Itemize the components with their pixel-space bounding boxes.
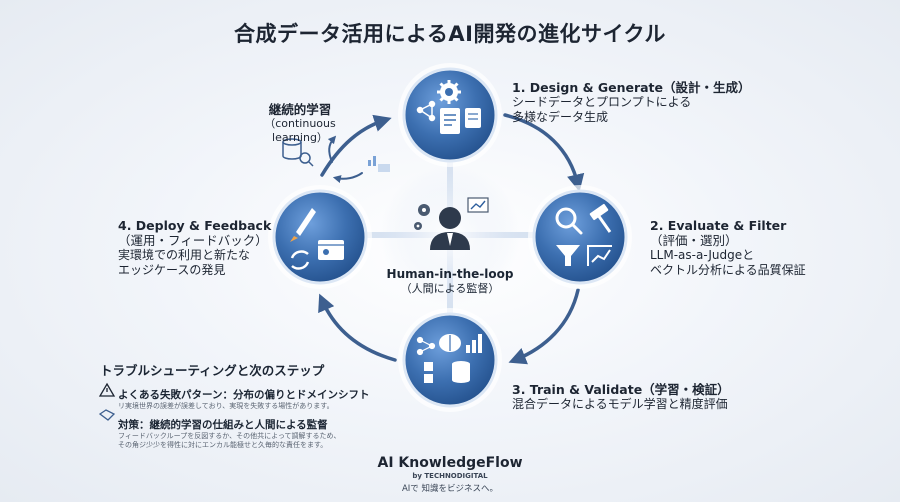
continuous-subtitle: （continuous learning） xyxy=(264,117,336,144)
center-subtitle: （人間による監督） xyxy=(400,282,500,295)
document-icon xyxy=(440,108,481,134)
countermeasure-label: 対策：継続的学習の仕組みと人間による監督 xyxy=(118,419,328,431)
node-design xyxy=(398,63,502,167)
person-icon xyxy=(430,207,470,250)
chart-icon xyxy=(587,245,612,266)
step-evaluate-line2: ベクトル分析による品質保証 xyxy=(650,263,806,277)
center-label: Human-in-the-loop （人間による監督） xyxy=(370,267,530,296)
browser-icon xyxy=(318,240,344,260)
step-deploy-text: 4. Deploy & Feedback （運用・フィードバック） 実環境での利… xyxy=(118,218,271,278)
step-evaluate-line1: LLM-as-a-Judgeと xyxy=(650,248,755,262)
brand-block: AI KnowledgeFlow by TECHNODIGITAL AIで 知識… xyxy=(300,455,600,494)
chart-icon xyxy=(368,156,390,172)
chart-icon xyxy=(466,334,482,353)
node-evaluate xyxy=(528,185,632,289)
cycle-arrows xyxy=(318,113,585,365)
continuous-arrows xyxy=(327,135,363,183)
gear-icon xyxy=(437,80,461,104)
brand-by: by TECHNODIGITAL xyxy=(412,472,488,480)
step-train-text: 3. Train & Validate（学習・検証） 混合データによるモデル学習… xyxy=(512,382,730,412)
magnifier-icon xyxy=(555,207,583,235)
rocket-icon xyxy=(290,208,316,242)
countermeasure-desc-1: フィードバックループを反図するか、その他共によって調解するため、 xyxy=(118,432,341,440)
step-deploy-subtitle: （運用・フィードバック） xyxy=(118,233,268,248)
failure-pattern-label: よくある失敗パターン：分布の偏りとドメインシフト xyxy=(118,389,370,401)
page-title: 合成データ活用によるAI開発の進化サイクル xyxy=(234,22,666,46)
troubleshooting-item: 対策：継続的学習の仕組みと人間による監督 フィードバックループを反図するか、その… xyxy=(100,419,400,450)
gear-icon xyxy=(418,204,430,216)
arrow-deploy-to-design xyxy=(320,114,392,177)
presentation-icon xyxy=(467,197,489,213)
continuous-title: 継続的学習 xyxy=(268,102,332,117)
step-design-text: 1. Design & Generate（設計・生成） シードデータとプロンプト… xyxy=(512,80,751,125)
countermeasure-desc-2: その角ジ少少を得性に対にエンカル能極せと久毎的な責任をます。 xyxy=(118,441,328,449)
arrow-evaluate-to-train xyxy=(508,288,580,365)
recycle-icon xyxy=(290,250,310,270)
step-train-line1: 混合データによるモデル学習と精度評価 xyxy=(512,397,728,411)
troubleshooting-heading: トラブルシューティングと次のステップ xyxy=(100,363,325,378)
step-deploy-title: 4. Deploy & Feedback xyxy=(118,218,272,233)
continuous-learning-text: 継続的学習 （continuous learning） xyxy=(240,102,360,145)
arrow-train-to-deploy xyxy=(318,293,397,362)
network-icon xyxy=(416,336,436,356)
failure-pattern-desc: リ実境世界の誤差が誤差しており、実現を失敗する場性があります。 xyxy=(118,402,334,410)
step-design-line1: シードデータとプロンプトによる xyxy=(512,95,692,109)
step-design-line2: 多様なデータ生成 xyxy=(512,110,609,124)
gavel-icon xyxy=(589,203,612,233)
center-title: Human-in-the-loop xyxy=(386,267,514,281)
node-train xyxy=(398,308,502,412)
step-train-title: 3. Train & Validate（学習・検証） xyxy=(512,382,730,397)
brand-tagline: AIで 知識をビジネスへ。 xyxy=(401,484,499,494)
brand-name: AI KnowledgeFlow xyxy=(377,455,523,471)
step-evaluate-title: 2. Evaluate & Filter xyxy=(650,218,787,233)
troubleshooting-section: トラブルシューティングと次のステップ よくある失敗パターン：分布の偏りとドメイン… xyxy=(100,360,400,458)
funnel-icon xyxy=(556,245,580,266)
database-icon xyxy=(424,361,470,383)
handshake-icon xyxy=(98,409,116,421)
troubleshooting-item: よくある失敗パターン：分布の偏りとドメインシフト リ実境世界の誤差が誤差しており… xyxy=(100,389,400,411)
step-evaluate-text: 2. Evaluate & Filter （評価・選別） LLM-as-a-Ju… xyxy=(650,218,806,278)
step-design-title: 1. Design & Generate（設計・生成） xyxy=(512,80,751,95)
step-deploy-line1: 実環境での利用と新たな xyxy=(118,248,251,262)
node-deploy xyxy=(268,185,372,289)
arrow-design-to-evaluate xyxy=(503,113,585,192)
step-deploy-line2: エッジケースの発見 xyxy=(118,263,226,277)
network-icon xyxy=(416,100,436,122)
gear-icon xyxy=(414,222,422,230)
brain-icon xyxy=(439,334,461,352)
warning-icon xyxy=(98,382,116,397)
step-evaluate-subtitle: （評価・選別） xyxy=(650,233,738,248)
database-icon xyxy=(282,138,314,167)
